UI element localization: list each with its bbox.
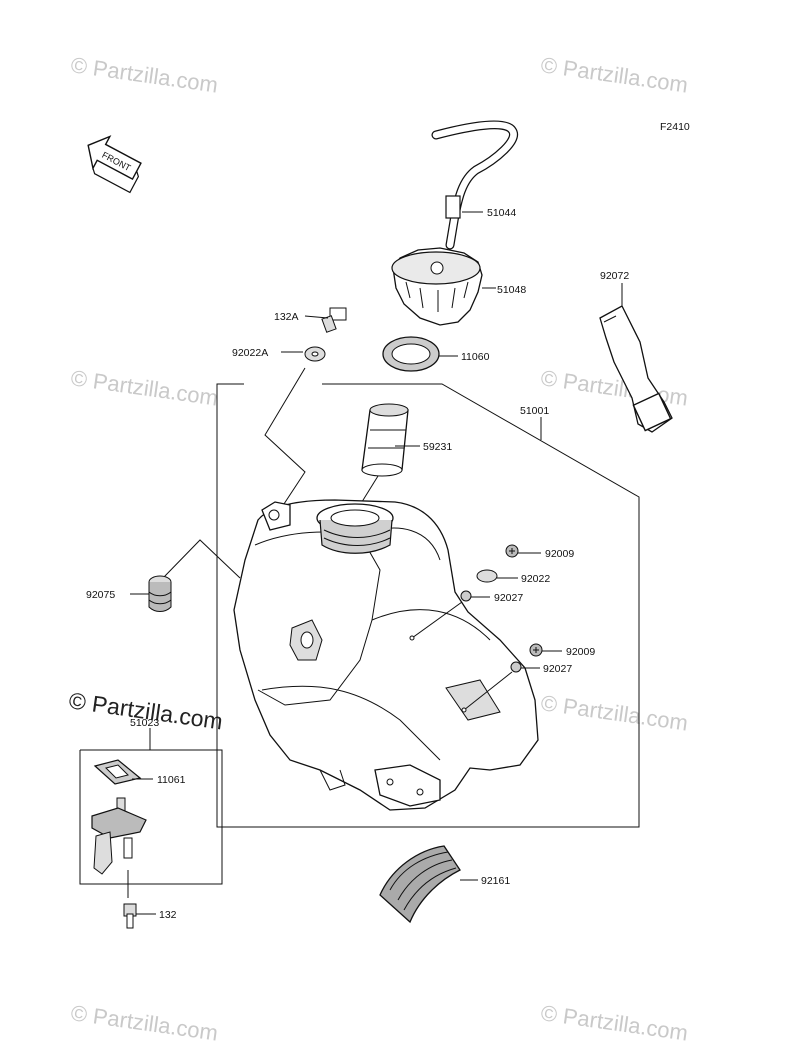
strap-92072 [599,305,673,433]
figure-code: F2410 [660,121,690,133]
part-label-59231[interactable]: 59231 [423,441,452,453]
vent-hose-51044 [431,120,518,250]
screw-92009-b [529,643,543,657]
watermark-text: © Partzilla.com [539,52,689,97]
watermark-text: © Partzilla.com [539,1000,689,1045]
part-label-132A[interactable]: 132A [274,311,299,323]
part-label-51044[interactable]: 51044 [487,207,516,219]
washer-92022 [476,569,498,583]
part-labels: 51044 51048 92072 132A 92022A 11060 5100… [86,207,629,921]
part-label-92022[interactable]: 92022 [521,573,550,585]
leader-92022A [264,367,306,511]
bolt-132 [123,903,137,929]
part-label-92027[interactable]: 92027 [543,663,572,675]
gasket-11060 [382,336,440,372]
petcock-valve [91,797,147,875]
petcock-box-51023 [79,749,223,885]
leader-92075 [162,539,241,579]
nut-92027-a [460,590,472,602]
front-arrow-icon: FRONT [87,135,142,194]
nut-92027-b [510,661,522,673]
part-label-51048[interactable]: 51048 [497,284,526,296]
part-label-11060[interactable]: 11060 [461,351,490,363]
part-label-92009[interactable]: 92009 [566,646,595,658]
filter-59231 [361,403,409,477]
fuel-cap-51048 [391,247,483,326]
watermark-text: © Partzilla.com [69,52,219,97]
watermark-text: © Partzilla.com [539,365,689,410]
part-label-51023[interactable]: 51023 [130,717,159,729]
gasket-11061 [93,759,142,785]
bolt-132A [321,307,347,333]
part-label-92075[interactable]: 92075 [86,589,115,601]
assembly-outline-51001 [216,383,640,828]
screw-92009-a [505,544,519,558]
part-label-92027[interactable]: 92027 [494,592,523,604]
pad-92161 [379,845,461,924]
watermark-text: © Partzilla.com [69,1000,219,1045]
part-label-92161[interactable]: 92161 [481,875,510,887]
part-label-11061[interactable]: 11061 [157,774,186,786]
damper-92075 [148,575,172,612]
fuel-tank-51001 [233,499,539,811]
watermark-text: © Partzilla.com [539,690,689,735]
part-label-51001[interactable]: 51001 [520,405,549,417]
part-label-92072[interactable]: 92072 [600,270,629,282]
watermark-text: © Partzilla.com [69,365,219,410]
part-label-92009[interactable]: 92009 [545,548,574,560]
part-label-92022A[interactable]: 92022A [232,347,268,359]
part-label-132[interactable]: 132 [159,909,177,921]
